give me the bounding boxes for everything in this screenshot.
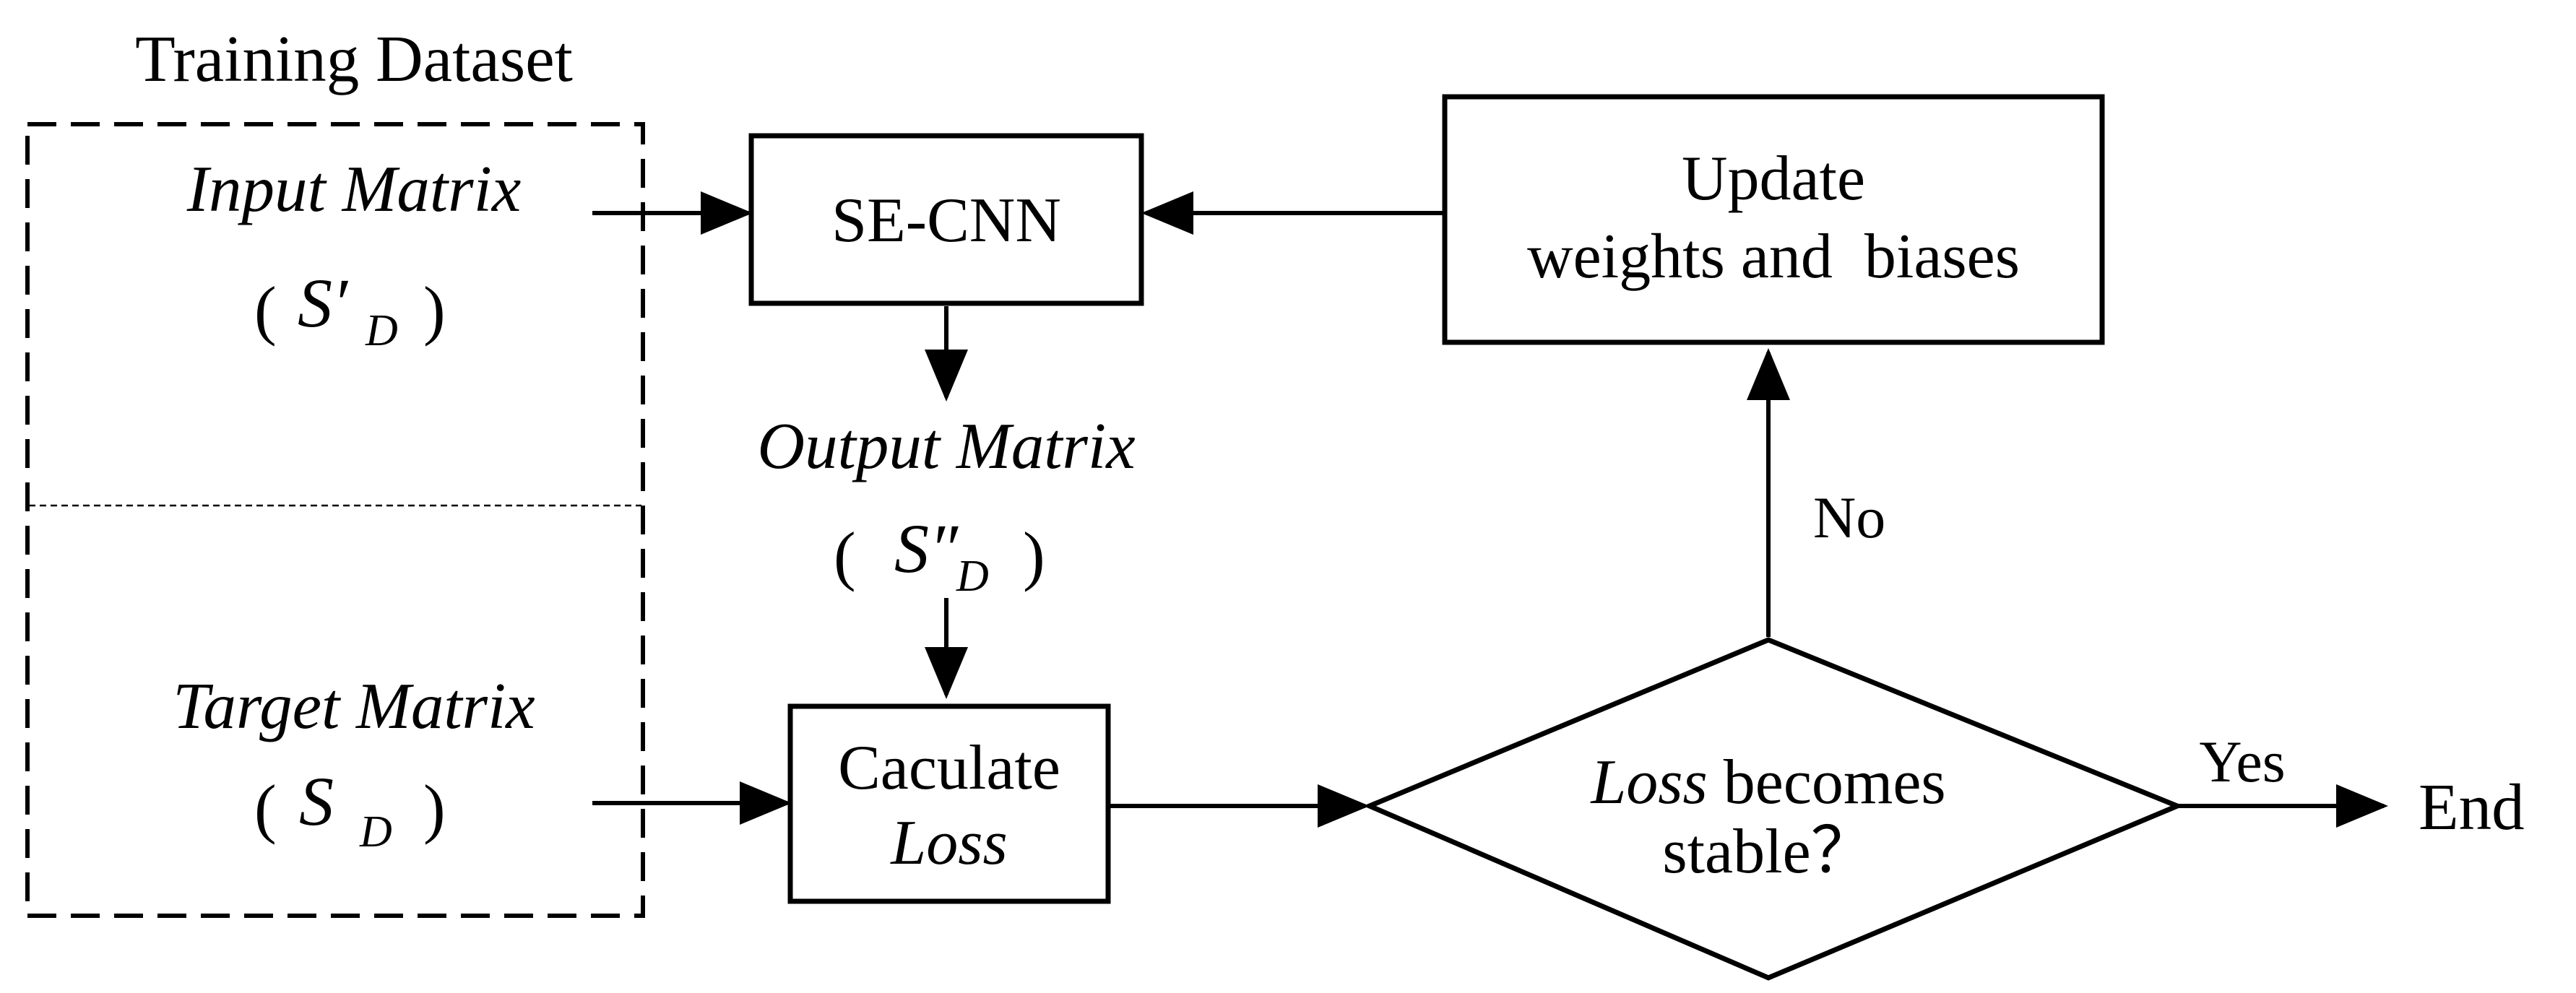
no-label: No [1813,485,1885,550]
target-matrix-symbol: S [299,763,334,840]
decision-line1: Loss becomes [1589,747,1945,818]
input-matrix-paren-close: ) [423,273,446,347]
input-matrix-subscript: D [365,306,398,355]
update-line1: Update [1682,144,1865,214]
calculate-loss-line2: Loss [889,808,1007,878]
input-matrix-symbol: S′ [298,264,349,342]
target-matrix-subscript: D [359,807,392,857]
training-dataset-title: Training Dataset [135,22,573,95]
calculate-loss-box [787,703,1111,904]
update-line2: weights and biases [1527,222,2020,292]
decision-line2: stable？ [1662,817,1874,887]
se-cnn-label: SE-CNN [831,186,1061,256]
target-matrix-paren-close: ) [423,771,446,845]
target-matrix-label: Target Matrix [173,669,535,742]
calculate-loss-line1: Caculate [838,733,1060,803]
output-matrix-paren-close: ) [1023,519,1045,592]
training-dataset-container [25,122,645,918]
end-label: End [2419,771,2525,844]
update-weights-box [1442,94,2105,345]
input-matrix-paren-open: ( [254,273,277,347]
target-matrix-paren-open: ( [254,771,277,845]
yes-label: Yes [2199,729,2285,794]
input-matrix-label: Input Matrix [186,152,522,225]
output-matrix-symbol: S″ [894,510,959,587]
output-matrix-paren-open: ( [834,519,856,592]
output-matrix-subscript: D [956,552,989,601]
output-matrix-label: Output Matrix [757,409,1135,482]
